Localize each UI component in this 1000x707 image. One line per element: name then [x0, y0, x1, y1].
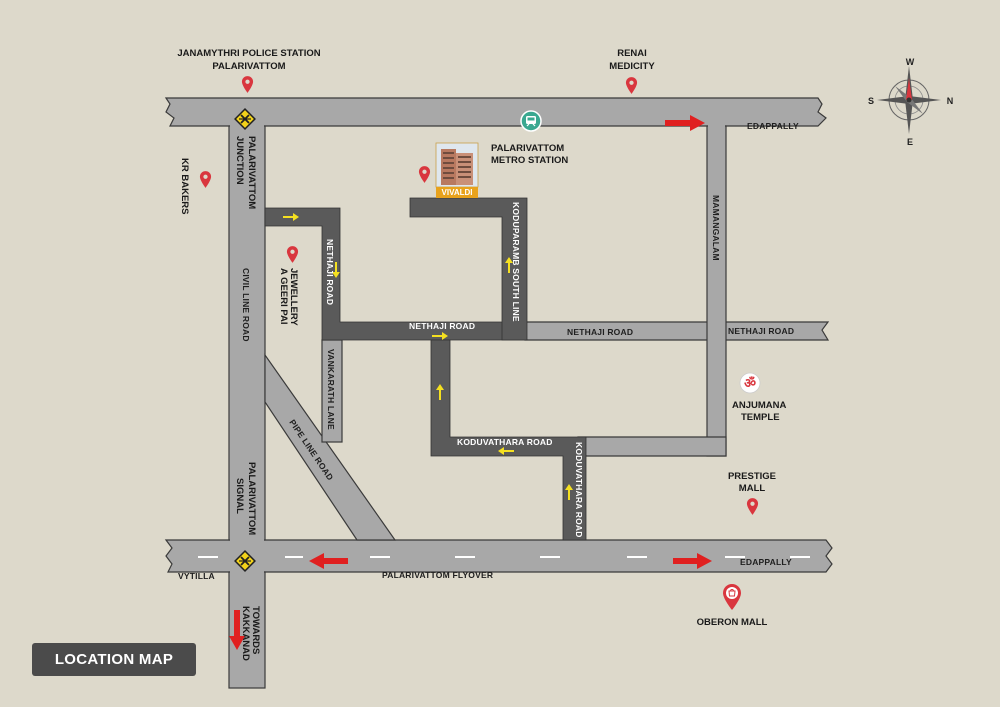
compass-e: E — [907, 137, 913, 147]
prestige-label-2: MALL — [739, 483, 766, 494]
road-label-flyover: PALARIVATTOM FLYOVER — [382, 570, 493, 580]
arrow-west-flyover — [309, 553, 348, 569]
road-label-mamangalam: MAMANGALAM — [711, 195, 721, 261]
junction-label-2: JUNCTION — [234, 136, 245, 185]
top-highway — [164, 97, 827, 127]
temple-label-2: TEMPLE — [741, 412, 780, 423]
main-roads — [164, 97, 833, 689]
junction-label-1: PALARIVATTOM — [246, 136, 257, 209]
road-label-nethaji-east: NETHAJI ROAD — [728, 326, 794, 336]
metro-station-icon — [520, 110, 542, 132]
signal-label-2: SIGNAL — [234, 478, 245, 514]
svg-text:ॐ: ॐ — [744, 376, 756, 391]
towards-label-1: TOWARDS — [250, 606, 261, 654]
road-label-nethaji-vertical: NETHAJI ROAD — [325, 239, 335, 305]
road-label-vytilla: VYTILLA — [178, 571, 215, 581]
compass-rose-icon — [877, 66, 941, 134]
prestige-label-1: PRESTIGE — [728, 471, 776, 482]
road-label-koduvathara-v: KODUVATHARA ROAD — [574, 442, 584, 538]
road-label-nethaji-dark: NETHAJI ROAD — [409, 321, 475, 331]
mamangalam-road — [706, 125, 727, 457]
road-label-vankarath: VANKARATH LANE — [326, 349, 336, 430]
jewellery-label-1: A GEERI PAI — [278, 268, 289, 324]
road-label-koduvathara-h: KODUVATHARA ROAD — [457, 437, 553, 447]
local-roads — [264, 197, 587, 541]
signal-label-1: PALARIVATTOM — [246, 462, 257, 535]
pipe-line-road — [264, 353, 397, 541]
oberon-label: OBERON MALL — [697, 617, 768, 628]
kodupparamb-road — [409, 197, 528, 341]
police-label-2: PALARIVATTOM — [212, 61, 285, 72]
road-label-nethaji-mid: NETHAJI ROAD — [567, 327, 633, 337]
kr-bakers-label: KR BAKERS — [179, 158, 190, 214]
metro-label-1: PALARIVATTOM — [491, 143, 564, 154]
nethaji-road-branch — [264, 207, 526, 341]
compass-w: W — [906, 57, 915, 67]
vivaldi-label: VIVALDI — [442, 188, 473, 197]
jewellery-pin-icon — [286, 246, 299, 263]
road-label-edappally-bottom: EDAPPALLY — [740, 557, 792, 567]
compass-s: S — [868, 96, 874, 106]
renai-label-1: RENAI — [617, 48, 647, 59]
oberon-mall-pin-icon — [723, 584, 741, 610]
police-station-pin-icon — [241, 76, 254, 93]
arrow-south-kakkanad — [229, 610, 245, 650]
koduvathara-road — [430, 339, 587, 541]
renai-label-2: MEDICITY — [609, 61, 655, 72]
jewellery-label-2: JEWELLERY — [288, 268, 299, 326]
arrow-east-top — [665, 115, 705, 131]
renai-medicity-pin-icon — [625, 77, 638, 94]
civil-line-road — [228, 125, 266, 541]
towards-label-2: KAKKANAD — [240, 606, 251, 661]
compass-n: N — [947, 96, 954, 106]
road-label-kodupparamb: KODUPARAMB SOUTH LINE — [511, 202, 521, 322]
arrow-east-flyover — [673, 553, 712, 569]
metro-label-2: METRO STATION — [491, 155, 568, 166]
om-temple-icon: ॐ — [739, 372, 761, 394]
vivaldi-building-icon — [435, 142, 479, 198]
vivaldi-pin-icon — [418, 166, 431, 183]
temple-label-1: ANJUMANA — [732, 400, 787, 411]
prestige-mall-pin-icon — [746, 498, 759, 515]
koduvathara-east — [577, 436, 727, 457]
yellow-arrows — [283, 213, 573, 500]
road-label-edappally-top: EDAPPALLY — [747, 121, 799, 131]
road-label-civil-line: CIVIL LINE ROAD — [241, 268, 251, 342]
location-map-title: LOCATION MAP — [32, 643, 196, 676]
red-arrows — [229, 115, 712, 650]
kr-bakers-pin-icon — [199, 171, 212, 188]
police-label-1: JANAMYTHRI POLICE STATION — [177, 48, 320, 59]
